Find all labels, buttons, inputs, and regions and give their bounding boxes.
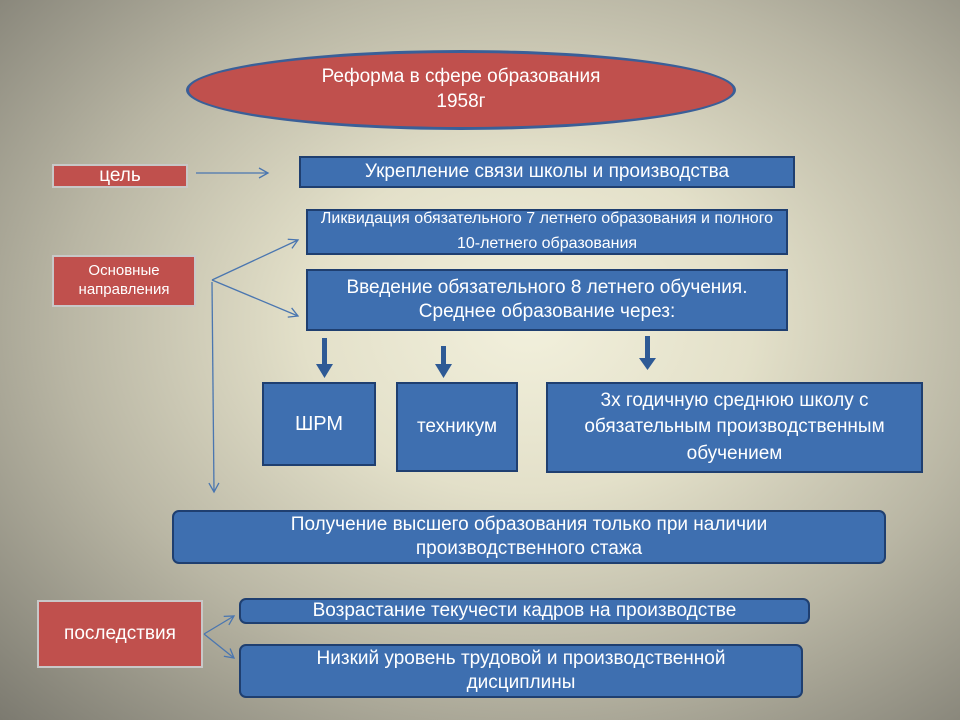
abolition-box: Ликвидация обязательного 7 летнего образ… bbox=[306, 209, 788, 255]
introduction-box: Введение обязательного 8 летнего обучени… bbox=[306, 269, 788, 331]
consequences-label: последствия bbox=[37, 600, 203, 668]
direction-arrow-higher-ed bbox=[208, 281, 220, 494]
discipline-box-text: Низкий уровень трудовой и производственн… bbox=[316, 648, 726, 693]
consequence-arrow-discipline bbox=[203, 633, 236, 659]
down-arrow-three-year bbox=[639, 336, 656, 370]
down-arrow-shrm bbox=[316, 338, 333, 378]
directions-label: Основные направления bbox=[52, 255, 196, 307]
goal-box: Укрепление связи школы и производства bbox=[299, 156, 795, 188]
turnover-box: Возрастание текучести кадров на производ… bbox=[239, 598, 810, 624]
direction-arrow-abolition bbox=[211, 238, 300, 281]
higher-ed-box: Получение высшего образования только при… bbox=[172, 510, 886, 564]
three-year-box-text: 3х годичную среднюю школу с обязательным… bbox=[584, 389, 885, 464]
abolition-box-text: Ликвидация обязательного 7 летнего образ… bbox=[320, 210, 774, 252]
consequence-arrow-turnover bbox=[203, 615, 236, 635]
introduction-box-text: Введение обязательного 8 летнего обучени… bbox=[346, 277, 748, 322]
technikum-box: техникум bbox=[396, 382, 518, 472]
direction-arrow-introduction bbox=[211, 279, 300, 318]
technikum-box-text: техникум bbox=[416, 415, 498, 437]
diagram-title-text: Реформа в сфере образования 1958г bbox=[321, 66, 601, 112]
goal-label: цель bbox=[52, 164, 188, 188]
diagram-title: Реформа в сфере образования 1958г bbox=[186, 50, 736, 130]
shrm-box-text: ШРМ bbox=[294, 412, 344, 435]
higher-ed-box-text: Получение высшего образования только при… bbox=[290, 514, 768, 559]
three-year-box: 3х годичную среднюю школу с обязательным… bbox=[546, 382, 923, 473]
consequences-label-text: последствия bbox=[64, 623, 176, 645]
shrm-box: ШРМ bbox=[262, 382, 376, 466]
directions-label-text: Основные направления bbox=[78, 262, 170, 298]
discipline-box: Низкий уровень трудовой и производственн… bbox=[239, 644, 803, 698]
turnover-box-text: Возрастание текучести кадров на производ… bbox=[312, 600, 737, 622]
goal-box-text: Укрепление связи школы и производства bbox=[364, 161, 730, 183]
goal-label-text: цель bbox=[99, 165, 141, 187]
down-arrow-technikum bbox=[435, 346, 452, 378]
